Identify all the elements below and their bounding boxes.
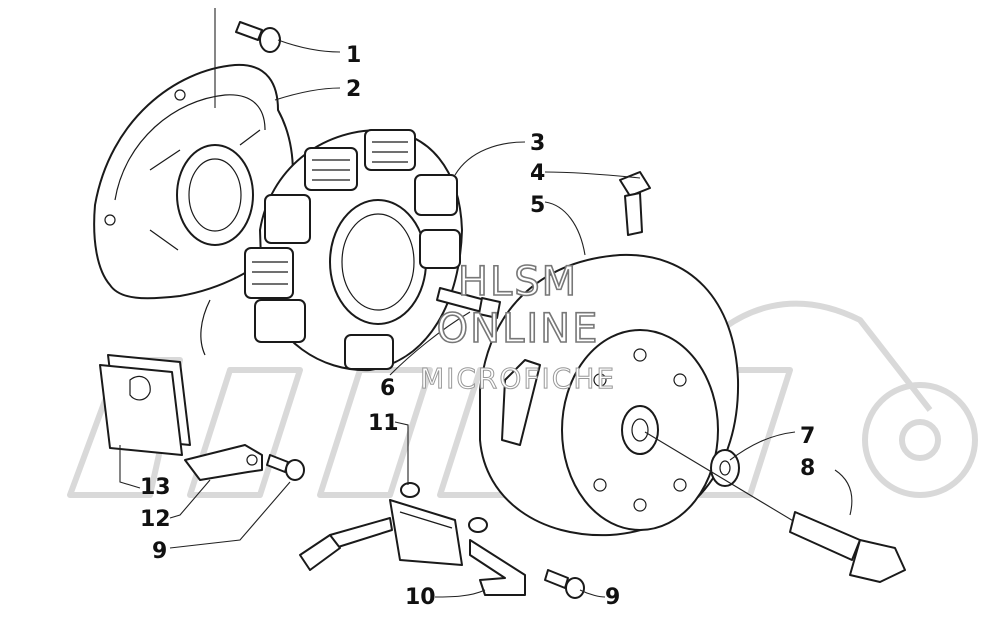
callout-13: 13: [140, 475, 171, 500]
cover-screw: [235, 21, 281, 53]
plate-screw: [266, 454, 305, 481]
bracket-screw: [544, 569, 585, 599]
cover-plate: [99, 354, 191, 456]
coil-bracket: [469, 539, 526, 596]
watermark-line1: HLSM: [458, 259, 578, 305]
callout-9-left: 9: [152, 539, 167, 564]
callout-5: 5: [530, 193, 545, 218]
callout-7: 7: [800, 424, 815, 449]
leader-lines: [119, 39, 853, 598]
callout-9-right: 9: [605, 585, 620, 610]
callout-3: 3: [530, 131, 545, 156]
stator-housing: [93, 63, 294, 356]
ignition-coil: [299, 482, 488, 571]
callout-8: 8: [800, 456, 815, 481]
flywheel: [479, 253, 740, 537]
callout-1: 1: [346, 43, 361, 68]
watermark-line3: MICROFICHE: [420, 362, 616, 395]
stator-screw: [436, 287, 501, 319]
callout-6: 6: [380, 376, 395, 401]
callout-12: 12: [140, 507, 171, 532]
flange-bolt: [619, 171, 651, 236]
watermark: HLSM ONLINE MICROFICHE: [419, 258, 616, 395]
callout-4: 4: [530, 161, 545, 186]
flywheel-bolt: [789, 511, 906, 583]
callout-labels: 1 2 3 4 5 6 7 8 9 10 11 12 13 9: [140, 43, 815, 610]
callout-10: 10: [405, 585, 436, 610]
callout-2: 2: [346, 77, 361, 102]
stator-coil: [244, 129, 463, 372]
callout-11: 11: [368, 411, 399, 436]
plate-bracket: [184, 444, 263, 481]
watermark-line2: ONLINE: [437, 306, 600, 352]
